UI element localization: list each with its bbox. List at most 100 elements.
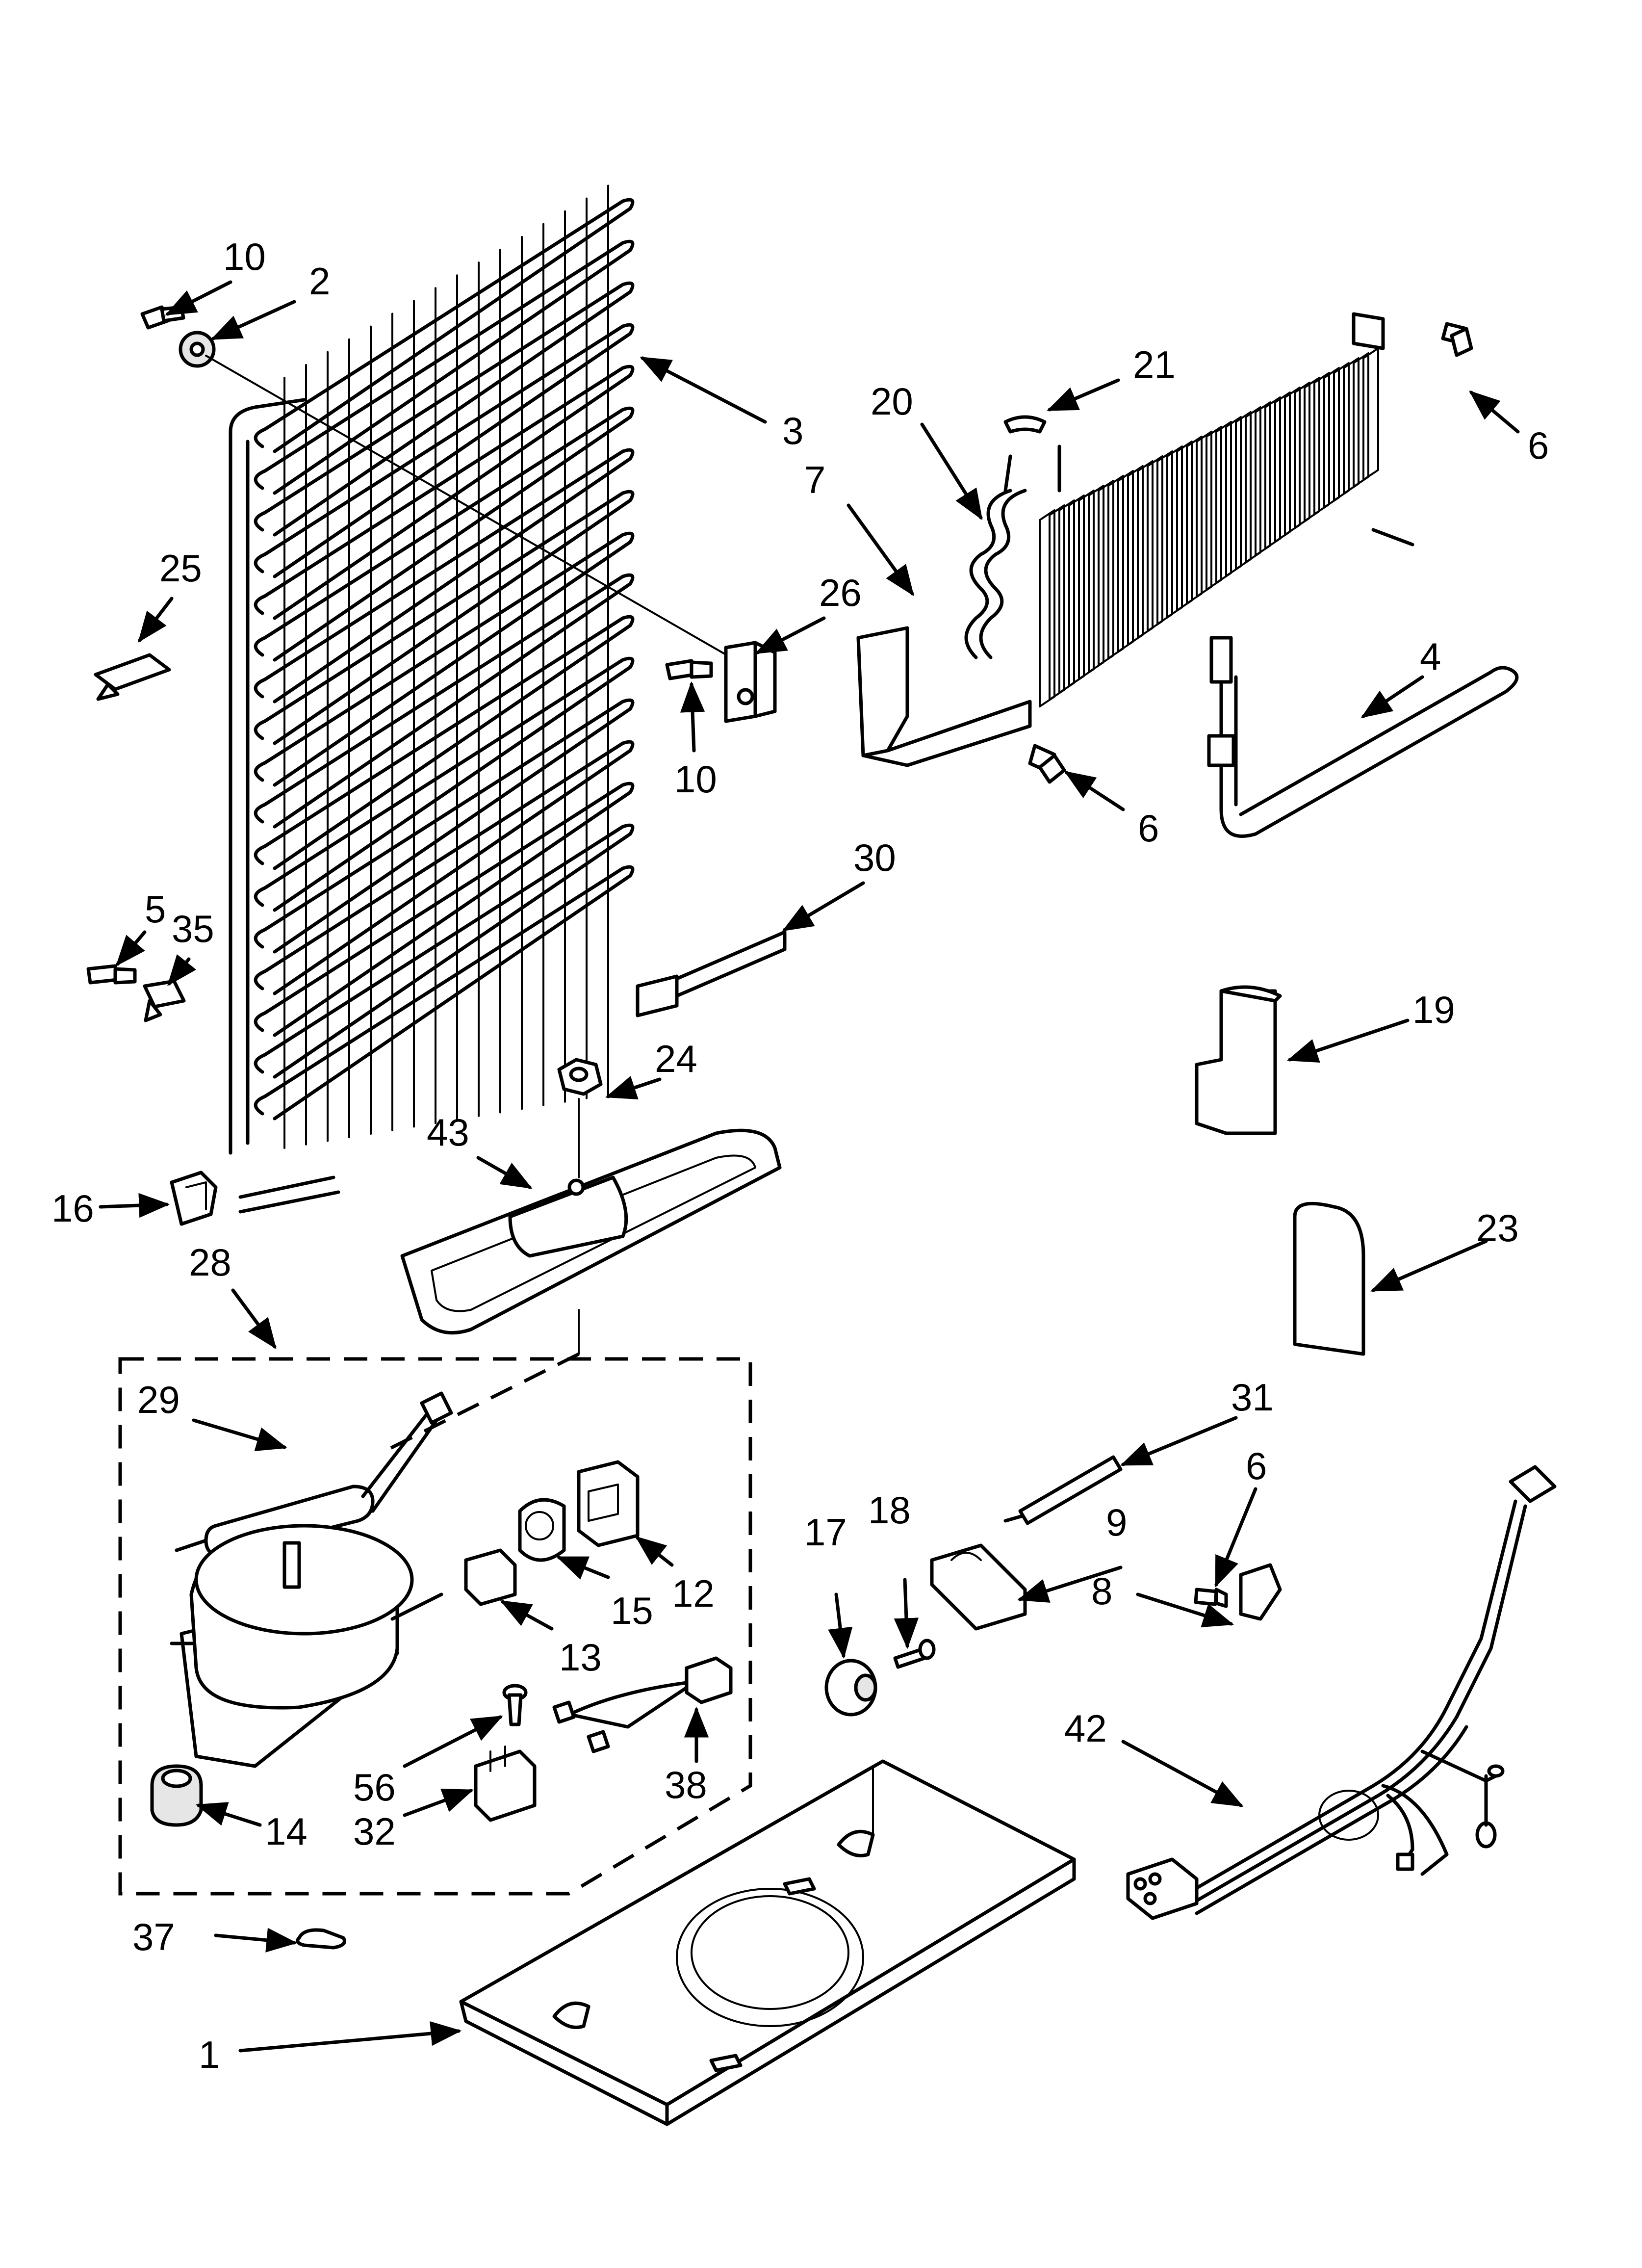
- callout-38: 38: [665, 1763, 707, 1806]
- bracket-9: [930, 1543, 1027, 1631]
- screw-10-lower: [665, 659, 713, 680]
- leader-18: [894, 1578, 919, 1649]
- leader-10b: [680, 681, 705, 753]
- callout-30: 30: [853, 836, 896, 879]
- callout-8: 8: [1091, 1569, 1112, 1613]
- callout-23: 23: [1476, 1206, 1519, 1250]
- callout-13: 13: [559, 1636, 602, 1679]
- coil-loop: [254, 365, 635, 620]
- clip-21: [1003, 415, 1047, 434]
- leader-10a: [165, 280, 232, 316]
- leader-42: [1121, 1740, 1244, 1807]
- leader-30: [782, 881, 865, 932]
- insulation-block-23: [1293, 1201, 1365, 1356]
- capacitor-32: [474, 1746, 537, 1822]
- evaporator-fin: [1343, 357, 1360, 495]
- coil-loop: [254, 865, 635, 1121]
- evaporator-fin: [1107, 475, 1124, 659]
- connector-38: [552, 1656, 733, 1753]
- leader-16: [99, 1193, 170, 1218]
- evaporator-fin: [1235, 411, 1252, 570]
- coil-loop: [254, 740, 635, 995]
- evaporator-fin: [1088, 485, 1104, 673]
- callout-17: 17: [804, 1511, 847, 1554]
- callout-42: 42: [1064, 1707, 1107, 1750]
- callout-24: 24: [655, 1037, 697, 1080]
- callout-4: 4: [1420, 635, 1441, 678]
- leader-6c: [1214, 1487, 1257, 1588]
- coil-loop: [254, 823, 635, 1079]
- coil-loop: [254, 448, 635, 704]
- clip-35: [143, 979, 186, 1022]
- callout-10a: 10: [223, 235, 266, 278]
- leader-12: [635, 1536, 674, 1567]
- bracket-8: [1239, 1563, 1282, 1621]
- evaporator-fin: [1166, 445, 1183, 618]
- evaporator-fin: [1176, 441, 1193, 611]
- callout-10b: 10: [674, 757, 717, 801]
- leader-17: [828, 1592, 853, 1659]
- callout-15: 15: [611, 1589, 653, 1632]
- leader-43: [476, 1156, 533, 1189]
- evaporator-fin: [1039, 509, 1055, 707]
- evaporator-fin: [1313, 372, 1330, 515]
- coil-loop: [254, 782, 635, 1037]
- callout-1: 1: [199, 2033, 220, 2076]
- cover-12: [577, 1460, 640, 1547]
- callout-29: 29: [137, 1378, 180, 1421]
- callout-6a: 6: [1528, 424, 1549, 467]
- callout-6c: 6: [1246, 1444, 1267, 1487]
- coil-loop: [254, 198, 635, 453]
- evaporator-fin: [1196, 431, 1212, 598]
- coil-loop: [254, 406, 635, 662]
- screw-6-upper: [1441, 322, 1473, 357]
- callout-5: 5: [145, 887, 166, 931]
- callout-35: 35: [172, 907, 214, 950]
- screw-56: [502, 1684, 528, 1726]
- coil-loop: [254, 323, 635, 578]
- leader-23: [1370, 1239, 1488, 1292]
- callout-56: 56: [353, 1766, 396, 1809]
- compressor: [170, 1524, 443, 1768]
- evaporator-fin: [1284, 387, 1301, 536]
- callout-9: 9: [1106, 1501, 1127, 1544]
- wire-harness-42: [1126, 1465, 1557, 1920]
- evaporator-fin: [1353, 352, 1369, 488]
- leader-5: [115, 930, 147, 966]
- leader-14: [195, 1802, 262, 1827]
- coil-loop: [254, 573, 635, 829]
- evaporator-fin: [1206, 426, 1222, 591]
- evaporator-fin: [1078, 490, 1095, 680]
- callout-6b: 6: [1138, 807, 1159, 850]
- evaporator-fin: [1362, 347, 1379, 481]
- nut-24: [557, 1058, 603, 1178]
- leader-7: [847, 503, 914, 597]
- leader-21: [1047, 378, 1120, 412]
- evaporator-fin: [1333, 362, 1350, 501]
- kit-link: [382, 1352, 580, 1454]
- callout-25: 25: [159, 547, 202, 590]
- callout-12: 12: [672, 1572, 715, 1615]
- leader-26: [755, 616, 826, 654]
- relay-13: [464, 1548, 517, 1606]
- evaporator-fin: [1098, 480, 1114, 666]
- mounting-line: [205, 355, 732, 658]
- evaporator-fin: [1058, 499, 1075, 694]
- callout-7: 7: [804, 458, 825, 501]
- screw-6-middle: [1028, 744, 1066, 784]
- leader-9: [1017, 1565, 1123, 1603]
- evaporator-fin: [1294, 382, 1310, 529]
- evaporator-fin: [1137, 460, 1154, 639]
- evaporator-fin: [1127, 465, 1144, 646]
- bracket-26: [724, 641, 777, 723]
- evaporator-fin: [1255, 401, 1271, 556]
- callout-43: 43: [427, 1111, 469, 1154]
- evaporator-fin: [1245, 406, 1261, 563]
- grommet-14: [150, 1764, 203, 1827]
- leader-2: [210, 300, 296, 340]
- evaporator-fin: [1186, 436, 1203, 604]
- roller-17: [824, 1659, 877, 1717]
- leader-3: [640, 356, 767, 424]
- leader-31: [1120, 1416, 1238, 1466]
- evaporator-fin: [1225, 416, 1242, 577]
